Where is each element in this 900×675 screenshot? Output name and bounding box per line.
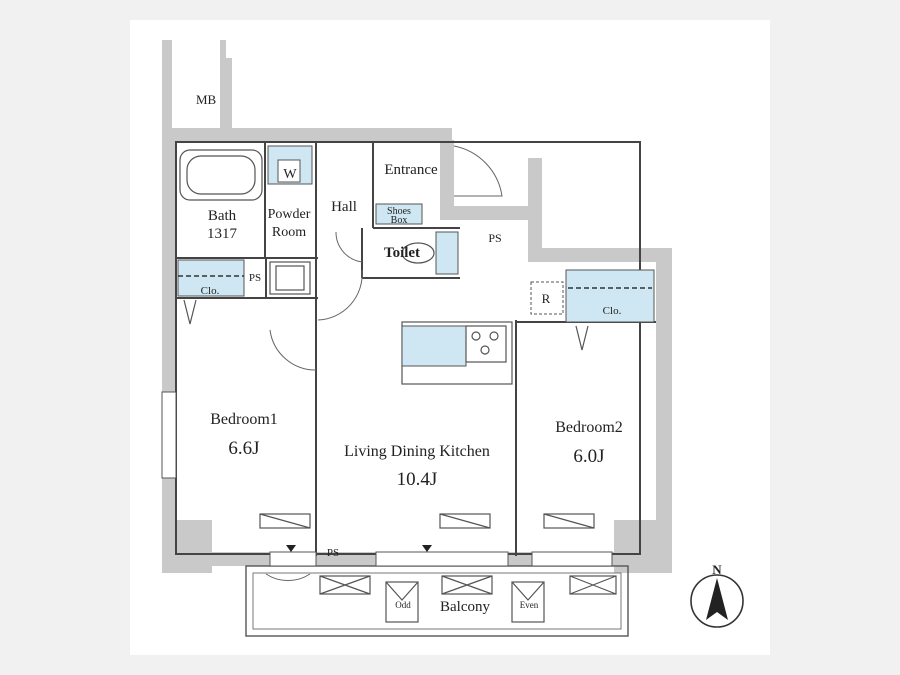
bath-label: Bath: [208, 208, 237, 224]
shoes-box-label-line2: Box: [391, 215, 408, 226]
shoes-box-label-line1: Shoes: [387, 206, 411, 217]
hall-label: Hall: [331, 199, 357, 215]
compass-north-label: N: [712, 562, 722, 577]
bath-size-label: 1317: [207, 226, 238, 242]
balcony-label: Balcony: [440, 599, 490, 615]
ps-top-label: PS: [488, 231, 501, 245]
powder-room-label-line2: Room: [272, 225, 306, 240]
ps-left-label: PS: [249, 272, 261, 284]
compass: N: [690, 562, 744, 628]
even-label: Even: [520, 600, 539, 610]
ldk-size-label: 10.4J: [397, 469, 438, 490]
bedroom1-label: Bedroom1: [210, 411, 278, 428]
fixtures: [161, 145, 655, 623]
odd-label: Odd: [395, 600, 411, 610]
closet-right-label: Clo.: [603, 305, 622, 317]
powder-room-label-line1: Powder: [268, 207, 311, 222]
refrigerator-label: R: [542, 291, 551, 306]
washer-label: W: [283, 167, 297, 182]
room-labels: MB Bath 1317 W Powder Room Hall Entrance…: [196, 92, 623, 615]
closet-left-label: Clo.: [201, 285, 220, 297]
ldk-label: Living Dining Kitchen: [344, 443, 490, 460]
ps-bottom-label: PS: [327, 547, 339, 559]
entrance-label: Entrance: [384, 162, 438, 178]
toilet-label: Toilet: [384, 245, 420, 261]
mb-label: MB: [196, 92, 217, 107]
bedroom1-size-label: 6.6J: [228, 438, 259, 459]
bedroom2-size-label: 6.0J: [573, 446, 604, 467]
bedroom2-label: Bedroom2: [555, 419, 623, 436]
